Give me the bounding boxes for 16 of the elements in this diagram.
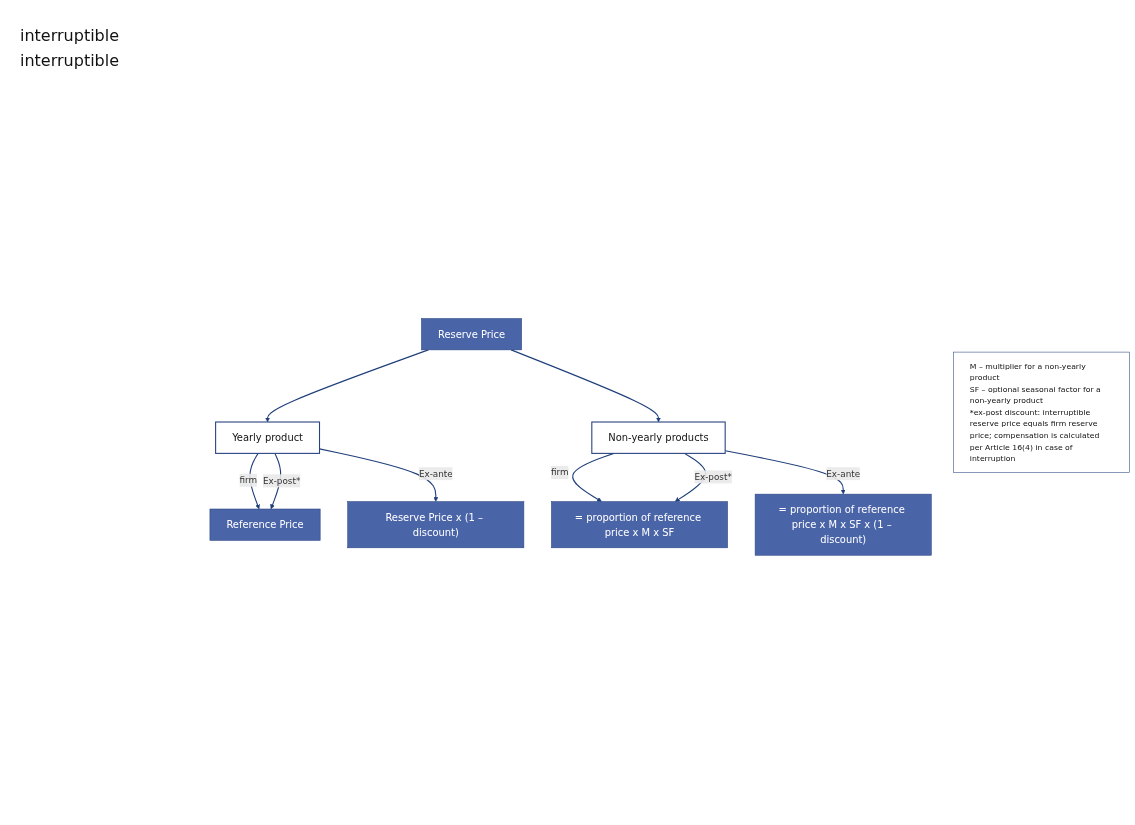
node-box: = proportion of reference price x M x SF (551, 501, 728, 549)
node-box: Reserve Price (421, 318, 522, 351)
node-box: = proportion of reference price x M x SF x (1 – discount) (754, 494, 932, 556)
edge-label: firm (239, 474, 258, 486)
edge-label: Ex-post* (694, 471, 732, 483)
branch-label: interruptible (20, 26, 121, 45)
node-box: Reserve Price x (1 – discount) (347, 501, 525, 549)
node-box: Yearly product (215, 421, 321, 455)
arrow (249, 452, 260, 510)
edge-label: firm (550, 467, 569, 478)
branch-label: interruptible (20, 51, 121, 70)
edge-label: Ex-ante (418, 468, 453, 479)
edge-label: Ex-ante (826, 468, 861, 479)
node-box: Non-yearly products (591, 421, 726, 455)
node-box: Reference Price (209, 508, 321, 541)
edge-label: Ex-post* (262, 475, 301, 486)
